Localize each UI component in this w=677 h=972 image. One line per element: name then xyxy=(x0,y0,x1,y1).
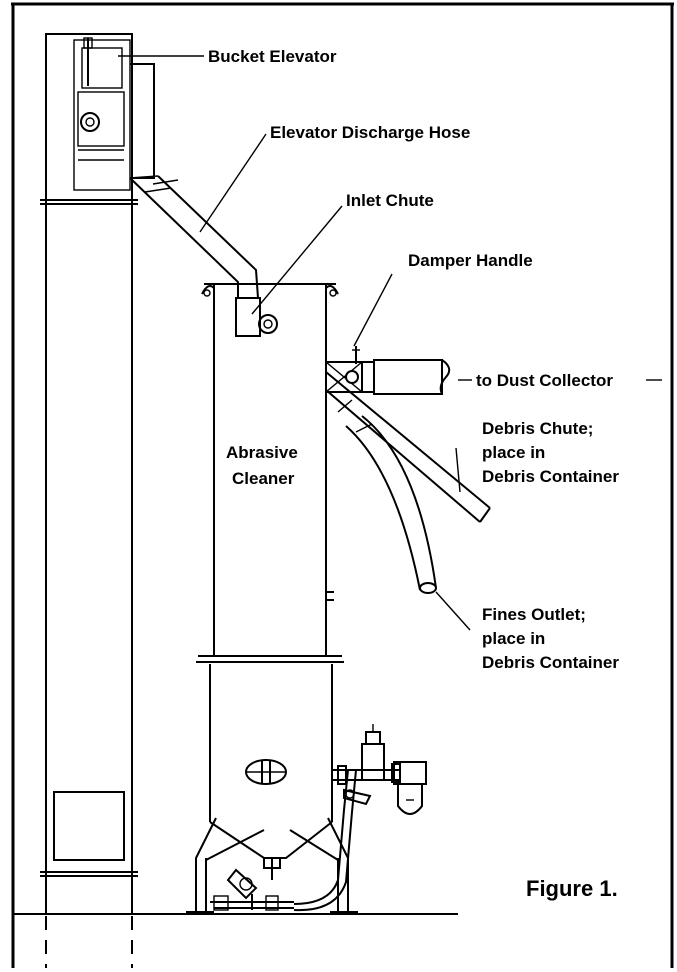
label-dust-collector-text: to Dust Collector xyxy=(476,371,613,390)
label-debris-chute-3: Debris Container xyxy=(482,467,619,486)
elevator-discharge-hose xyxy=(129,175,259,299)
label-fines-outlet-3: Debris Container xyxy=(482,653,619,672)
hopper xyxy=(196,655,344,859)
inlet-chute xyxy=(235,297,278,337)
air-line xyxy=(293,724,400,912)
label-debris-chute-2: place in xyxy=(482,443,545,462)
label-dust-collector: to Dust Collector xyxy=(458,371,662,390)
label-fines-outlet-2: place in xyxy=(482,629,545,648)
debris-chute xyxy=(325,371,491,523)
label-inlet-chute: Inlet Chute xyxy=(346,191,434,210)
label-fines-outlet-1: Fines Outlet; xyxy=(482,605,586,624)
bottom-valve xyxy=(210,857,294,911)
label-debris-chute-1: Debris Chute; xyxy=(482,419,593,438)
label-damper-handle: Damper Handle xyxy=(408,251,533,270)
figure-caption: Figure 1. xyxy=(526,876,618,901)
damper-duct xyxy=(325,346,451,395)
label-cleaner: Cleaner xyxy=(232,469,295,488)
fines-outlet xyxy=(345,415,437,594)
label-discharge-hose: Elevator Discharge Hose xyxy=(270,123,470,142)
page-frame xyxy=(11,2,674,968)
leader-lines xyxy=(118,55,471,631)
label-abrasive: Abrasive xyxy=(226,443,298,462)
support-stand xyxy=(186,817,358,914)
pressure-regulator xyxy=(391,761,427,815)
label-bucket-elevator: Bucket Elevator xyxy=(208,47,337,66)
bucket-elevator xyxy=(40,33,155,968)
